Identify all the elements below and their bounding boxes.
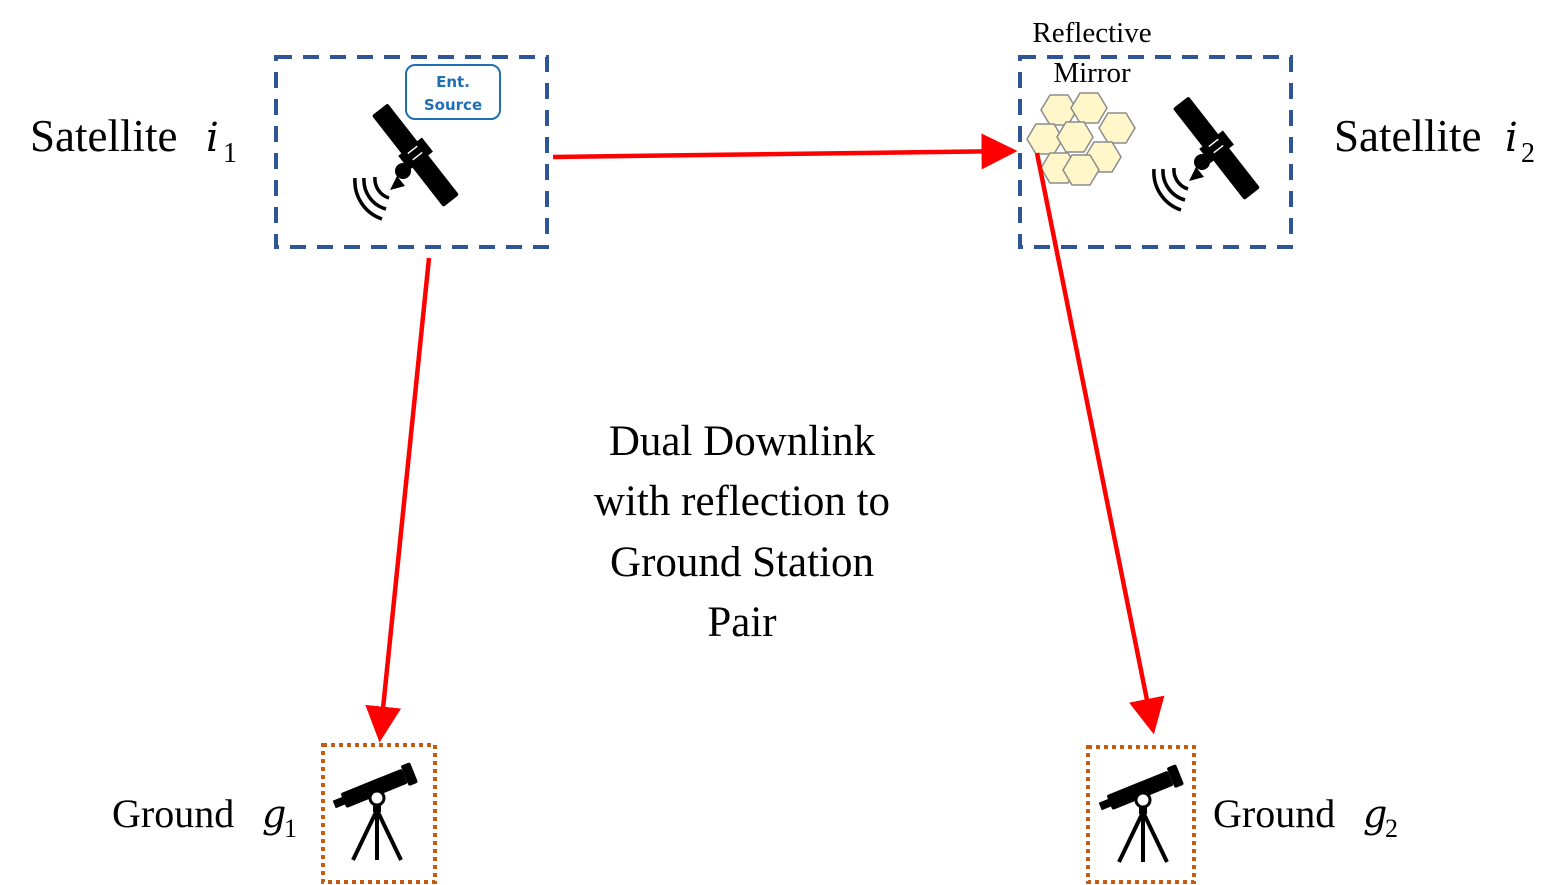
caption-line4: Pair: [707, 599, 776, 646]
satellite2-text: Satellite: [1334, 111, 1481, 161]
telescope-icon: [328, 760, 421, 862]
mirror-icon: [1026, 92, 1136, 186]
ground2-text: Ground: [1213, 791, 1335, 836]
satellite1-text: Satellite: [30, 111, 177, 161]
satellite2-box: [1018, 55, 1293, 249]
ground2-label: Ground g 2: [1213, 791, 1398, 843]
satellite1-var: i: [206, 115, 219, 161]
ground2-var: g: [1363, 792, 1387, 836]
signal-waves-icon: [1152, 154, 1210, 212]
caption-line2: with reflection to: [594, 478, 890, 525]
badge-line2: Source: [424, 96, 482, 114]
diagram-caption: Dual Downlink with reflection to Ground …: [594, 418, 890, 646]
satellite2-label: Satellite i 2: [1334, 111, 1535, 169]
ground1-sub: 1: [284, 814, 297, 843]
ent-source-badge: [405, 64, 501, 120]
ground1-var: g: [262, 792, 286, 836]
ground1-text: Ground: [112, 791, 234, 836]
badge-line1: Ent.: [436, 73, 470, 91]
satellite2-var: i: [1505, 115, 1518, 161]
caption-line3: Ground Station: [610, 539, 874, 586]
mirror-label-line2: Mirror: [1053, 57, 1131, 89]
satellite1-label: Satellite i 1: [30, 111, 237, 169]
inter-satellite-link: [552, 133, 1018, 170]
caption-line1: Dual Downlink: [609, 418, 876, 465]
satellite1-box: [274, 55, 549, 249]
downlink-ground2: [1034, 152, 1165, 735]
satellite1-sub: 1: [223, 138, 237, 169]
ground1-box: [321, 743, 437, 884]
downlink-ground1: [365, 257, 432, 743]
satellite2-sub: 2: [1521, 138, 1535, 169]
telescope-icon: [1094, 762, 1187, 864]
mirror-label-line1: Reflective: [1032, 17, 1151, 49]
ground1-label: Ground g 1: [112, 791, 297, 843]
signal-waves-icon: [353, 163, 411, 221]
ground2-sub: 2: [1385, 814, 1398, 843]
